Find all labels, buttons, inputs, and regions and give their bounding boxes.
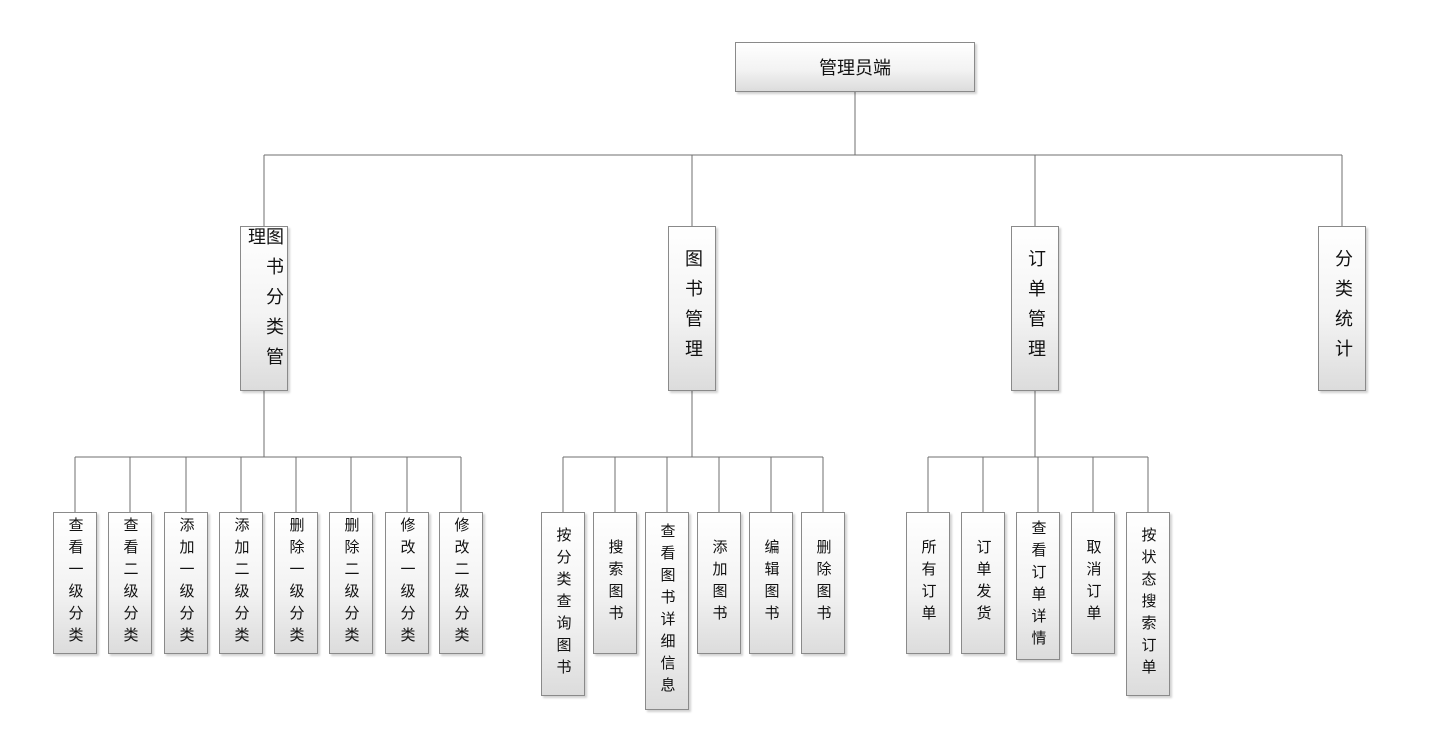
leaf-node-label: 按分类查询图书 [554,527,573,681]
leaf-node-label: 查看订单详情 [1029,520,1048,652]
leaf-node-label: 取消订单 [1084,539,1103,627]
leaf-node: 订单发货 [961,512,1005,654]
root-node: 管理员端 [735,42,975,92]
leaf-node: 查看订单详情 [1016,512,1060,660]
leaf-node: 查看一级分类 [53,512,97,654]
leaf-node: 按状态搜索订单 [1126,512,1170,696]
leaf-node-label: 添加二级分类 [232,517,251,649]
branch-node-label: 图书分类管理 [245,227,284,377]
leaf-node-label: 查看二级分类 [121,517,140,649]
leaf-node-label: 修改二级分类 [452,517,471,649]
leaf-node-label: 删除一级分类 [287,517,306,649]
leaf-node: 添加一级分类 [164,512,208,654]
branch-node-label: 图书管理 [682,248,703,369]
leaf-node-label: 搜索图书 [606,539,625,627]
leaf-node: 取消订单 [1071,512,1115,654]
leaf-node: 添加二级分类 [219,512,263,654]
leaf-node-label: 删除二级分类 [342,517,361,649]
branch-node-label: 分类统计 [1332,248,1353,369]
leaf-node: 修改二级分类 [439,512,483,654]
leaf-node-label: 删除图书 [814,539,833,627]
leaf-node-label: 修改一级分类 [398,517,417,649]
leaf-node: 按分类查询图书 [541,512,585,696]
branch-node-label: 订单管理 [1025,248,1046,369]
branch-node-book: 图书管理 [668,226,716,391]
leaf-node: 所有订单 [906,512,950,654]
leaf-node: 编辑图书 [749,512,793,654]
branch-node-order: 订单管理 [1011,226,1059,391]
leaf-node-label: 按状态搜索订单 [1139,527,1158,681]
leaf-node: 修改一级分类 [385,512,429,654]
branch-node-book-category: 图书分类管理 [240,226,288,391]
leaf-node: 查看二级分类 [108,512,152,654]
leaf-node-label: 添加图书 [710,539,729,627]
branch-node-stats: 分类统计 [1318,226,1366,391]
leaf-node: 查看图书详细信息 [645,512,689,710]
leaf-node: 删除二级分类 [329,512,373,654]
leaf-node: 搜索图书 [593,512,637,654]
leaf-node-label: 订单发货 [974,539,993,627]
leaf-node: 删除一级分类 [274,512,318,654]
leaf-node-label: 编辑图书 [762,539,781,627]
leaf-node: 删除图书 [801,512,845,654]
leaf-node-label: 添加一级分类 [177,517,196,649]
leaf-node: 添加图书 [697,512,741,654]
root-node-label: 管理员端 [819,58,891,79]
leaf-node-label: 查看图书详细信息 [658,523,677,699]
leaf-node-label: 查看一级分类 [66,517,85,649]
leaf-node-label: 所有订单 [919,539,938,627]
